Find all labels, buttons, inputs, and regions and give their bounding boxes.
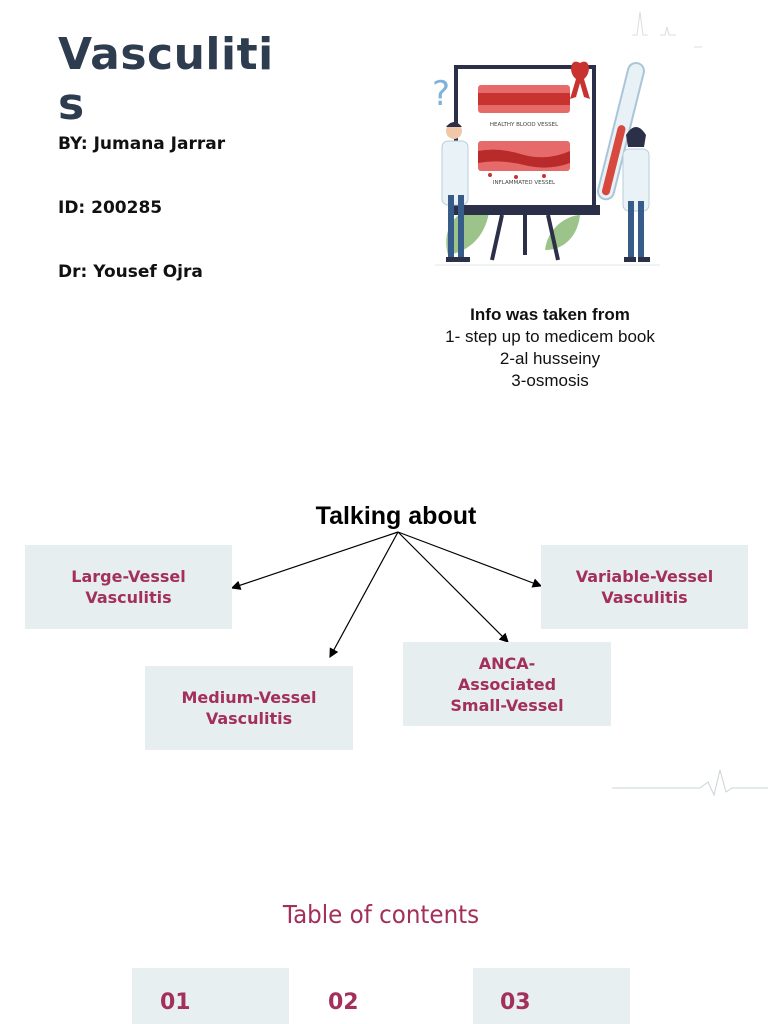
table-of-contents-heading: Table of contents: [282, 900, 480, 929]
question-mark-icon: ?: [432, 74, 450, 114]
toc-card: [132, 968, 289, 1024]
toc-number: 03: [500, 990, 531, 1015]
toc-number: 01: [160, 990, 191, 1015]
id-line: ID: 200285: [58, 198, 163, 218]
doctor-line: Dr: Yousef Ojra: [58, 262, 203, 282]
topic-variable-vessel: Variable-Vessel Vasculitis: [541, 545, 748, 629]
topic-anca-small-vessel: ANCA-Associated Small-Vessel: [403, 642, 611, 726]
inflamed-vessel-label: INFLAMMATED VESSEL: [493, 180, 556, 186]
topic-label: Large-Vessel Vasculitis: [71, 567, 186, 607]
source-item: 2-al husseiny: [499, 349, 601, 368]
author-line: BY: Jumana Jarrar: [58, 134, 226, 154]
talking-about-heading: Talking about: [315, 502, 477, 530]
source-item: 3-osmosis: [511, 371, 589, 390]
toc-number: 02: [328, 990, 359, 1015]
topic-label: Variable-Vessel Vasculitis: [575, 567, 714, 607]
source-item: 1- step up to medicem book: [445, 327, 655, 346]
healthy-vessel-label: HEALTHY BLOOD VESSEL: [490, 122, 559, 128]
page-title: Vasculitis: [58, 29, 274, 130]
blood-vessel-illustration: HEALTHY BLOOD VESSEL INFLAMMATED VESSEL …: [432, 61, 660, 266]
topic-medium-vessel: Medium-Vessel Vasculitis: [145, 666, 353, 750]
toc-card: [473, 968, 630, 1024]
topic-large-vessel: Large-Vessel Vasculitis: [25, 545, 232, 629]
sources-block: Info was taken from 1- step up to medice…: [420, 304, 680, 392]
sources-heading: Info was taken from: [470, 305, 630, 324]
topic-label: ANCA-Associated Small-Vessel: [450, 653, 564, 715]
topic-label: Medium-Vessel Vasculitis: [181, 688, 317, 728]
